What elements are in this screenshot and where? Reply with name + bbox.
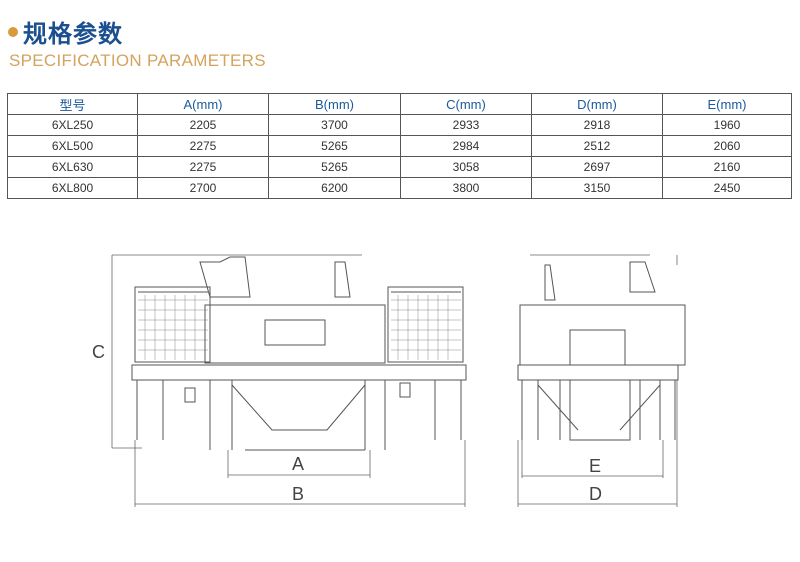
col-header: B(mm): [268, 93, 401, 115]
table-cell: 6200: [268, 177, 401, 199]
side-view: [131, 256, 467, 451]
table-cell: 2984: [400, 135, 532, 157]
dimension-lines: [111, 254, 678, 507]
subtitle: SPECIFICATION PARAMETERS: [9, 51, 266, 70]
table-cell: 2060: [662, 135, 792, 157]
table-cell: 2700: [137, 177, 269, 199]
dim-label-e: E: [589, 456, 601, 476]
table-cell: 3150: [531, 177, 663, 199]
dim-label-d: D: [589, 484, 602, 504]
dim-label-b: B: [292, 484, 304, 504]
front-view: [517, 261, 686, 441]
dim-label-c: C: [92, 342, 105, 362]
table-cell: 1960: [662, 114, 792, 136]
title-text: 规格参数: [23, 20, 123, 48]
bullet-icon: [8, 26, 18, 37]
col-header: C(mm): [400, 93, 532, 115]
table-cell: 6XL250: [7, 114, 138, 136]
table-header-row: 型号 A(mm) B(mm) C(mm) D(mm) E(mm): [7, 93, 792, 115]
table-cell: 2512: [531, 135, 663, 157]
table-cell: 2450: [662, 177, 792, 199]
section-title: 规格参数: [8, 14, 123, 49]
col-header: E(mm): [662, 93, 792, 115]
dim-label-a: A: [292, 454, 304, 474]
table-cell: 2205: [137, 114, 269, 136]
col-header: A(mm): [137, 93, 269, 115]
table-cell: 6XL800: [7, 177, 138, 199]
